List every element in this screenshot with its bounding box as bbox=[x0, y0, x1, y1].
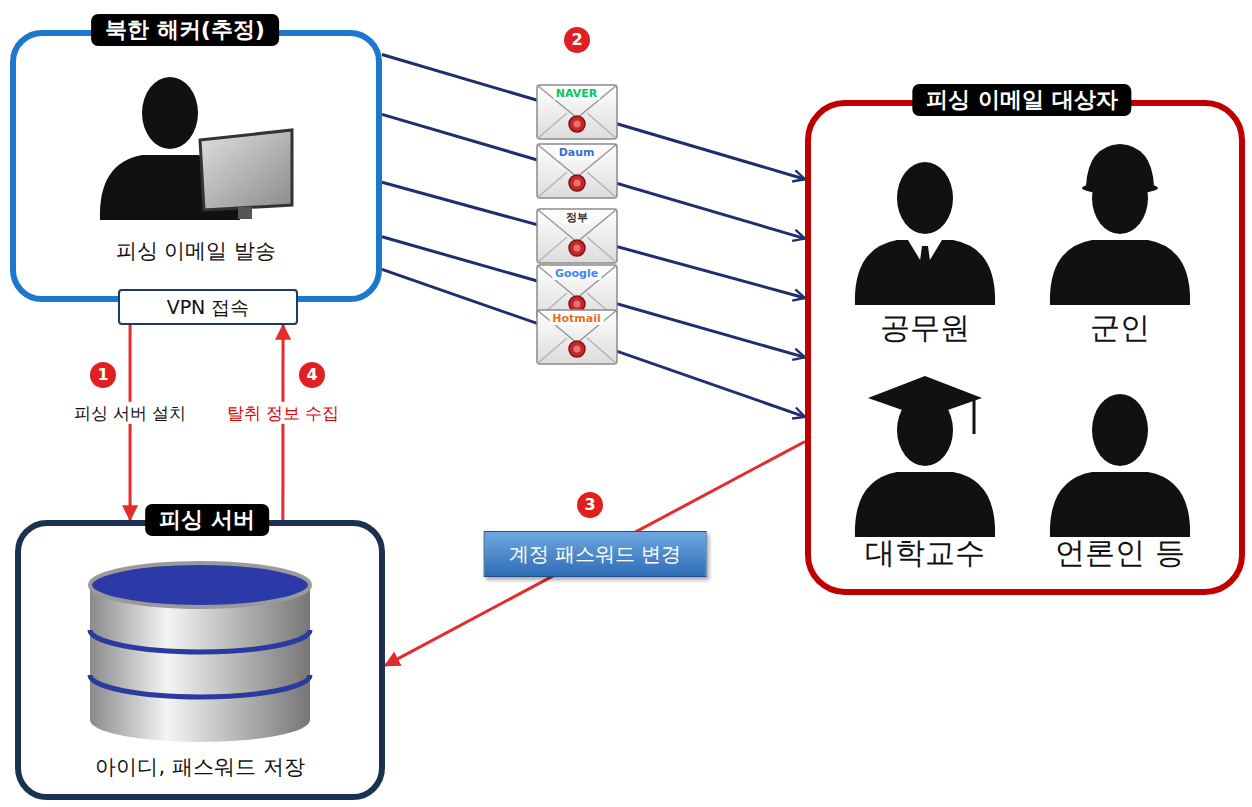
official-figure bbox=[918, 246, 932, 285]
database-icon bbox=[90, 698, 310, 742]
mail-logo: Daum bbox=[556, 146, 598, 159]
database-icon bbox=[90, 563, 310, 742]
hacker-figure bbox=[200, 130, 292, 210]
vpn-box: VPN 접속 bbox=[118, 289, 298, 325]
callout-number: 1 bbox=[90, 362, 116, 388]
target-person: 공무원 bbox=[835, 150, 1015, 350]
action-box: 계정 패스워드 변경 bbox=[484, 531, 707, 577]
journalist-figure bbox=[1050, 394, 1190, 537]
heading-label: 피싱 이메일 대상자 bbox=[912, 84, 1131, 116]
edge-label: 피싱 서버 설치 bbox=[70, 402, 191, 424]
database-icon bbox=[90, 630, 310, 652]
professor-figure bbox=[973, 400, 976, 434]
mail-logo: NAVER bbox=[553, 87, 600, 100]
soldier-figure bbox=[1082, 182, 1158, 194]
mail-logo: 정부 bbox=[563, 211, 591, 224]
target-person: 군인 bbox=[1030, 150, 1210, 350]
callout-number: 4 bbox=[299, 362, 325, 388]
edge-label: 탈취 정보 수집 bbox=[223, 402, 344, 424]
email-envelope: NAVER bbox=[536, 84, 618, 140]
callout-number: 3 bbox=[577, 492, 603, 518]
heading-label: 북한 해커(추정) bbox=[91, 14, 279, 46]
body-text: 피싱 이메일 발송 bbox=[116, 239, 276, 264]
person-label: 군인 bbox=[1090, 310, 1150, 346]
server-box: 피싱 서버아이디, 패스워드 저장 bbox=[15, 520, 385, 800]
edge-label-box: 피싱 서버 설치 bbox=[70, 402, 191, 424]
envelope-icon bbox=[537, 310, 617, 364]
target-person: 언론인 등 bbox=[1030, 375, 1210, 575]
mail-logo: Hotmail bbox=[549, 312, 603, 325]
node-label: VPN 접속 bbox=[167, 296, 250, 319]
hacker-figure bbox=[100, 77, 292, 220]
connector bbox=[385, 442, 805, 666]
body-text: 아이디, 패스워드 저장 bbox=[95, 755, 304, 780]
official-figure bbox=[855, 162, 995, 305]
database-icon bbox=[90, 675, 310, 697]
person-label: 언론인 등 bbox=[1055, 535, 1185, 571]
actor-box: 북한 해커(추정)피싱 이메일 발송 bbox=[10, 30, 382, 302]
envelope-icon bbox=[537, 85, 617, 139]
soldier-figure bbox=[1050, 144, 1190, 305]
journalist-figure bbox=[1050, 394, 1190, 537]
person-label: 대학교수 bbox=[865, 535, 985, 571]
mail-logo: Google bbox=[552, 267, 601, 280]
database-icon bbox=[90, 563, 310, 607]
soldier-figure bbox=[1086, 144, 1154, 186]
email-envelope: 정부 bbox=[536, 208, 618, 264]
person-label: 공무원 bbox=[880, 310, 970, 346]
heading-label: 피싱 서버 bbox=[145, 504, 269, 536]
edge-label: 계정 패스워드 변경 bbox=[484, 531, 707, 577]
target-box: 피싱 이메일 대상자공무원군인대학교수언론인 등 bbox=[805, 100, 1245, 595]
envelope-icon bbox=[537, 209, 617, 263]
official-figure bbox=[855, 162, 995, 305]
callout-number: 2 bbox=[564, 27, 590, 53]
edge-label-box: 탈취 정보 수집 bbox=[223, 402, 344, 424]
email-envelope: Daum bbox=[536, 143, 618, 199]
professor-figure bbox=[855, 376, 995, 537]
soldier-figure bbox=[1050, 162, 1190, 305]
hacker-figure bbox=[238, 207, 252, 219]
target-person: 대학교수 bbox=[835, 375, 1015, 575]
professor-figure bbox=[868, 376, 982, 418]
email-envelope: Hotmail bbox=[536, 309, 618, 365]
envelope-icon bbox=[537, 144, 617, 198]
